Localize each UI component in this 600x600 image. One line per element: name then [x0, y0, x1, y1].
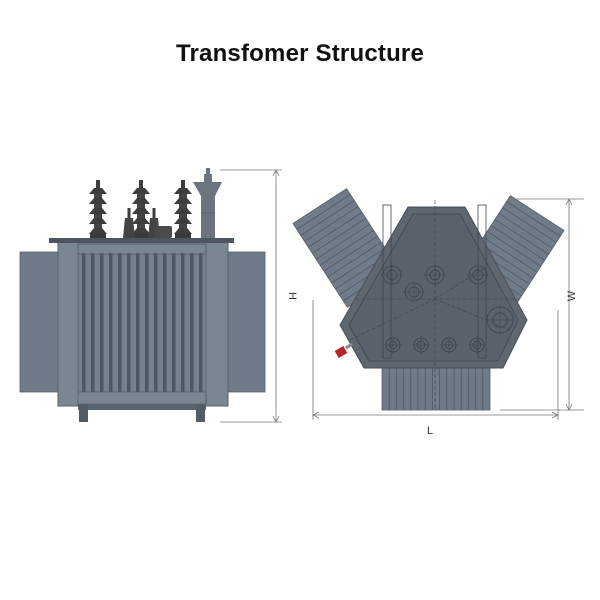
fin: [127, 253, 131, 392]
top-cover: [49, 238, 234, 243]
fin: [82, 253, 86, 392]
fin: [199, 253, 203, 392]
top-view: W L: [292, 188, 584, 437]
fin: [163, 253, 167, 392]
hole-icon: [381, 264, 403, 286]
fin: [118, 253, 122, 392]
fin: [109, 253, 113, 392]
tank-top-band: [77, 243, 207, 255]
hole-icon: [384, 336, 402, 354]
fin: [154, 253, 158, 392]
diagram-title: Transfomer Structure: [175, 40, 425, 67]
right-radiator: [224, 251, 266, 393]
bushing-icon: [89, 180, 107, 238]
length-dimension: [312, 300, 559, 420]
hole-icon: [467, 264, 489, 286]
bottom-radiator-fins: [388, 365, 484, 410]
tap-changer-box: [155, 226, 172, 238]
base-leg-left: [79, 404, 88, 422]
width-label: W: [566, 290, 578, 301]
fin: [181, 253, 185, 392]
hole-icon: [412, 336, 430, 354]
left-radiator: [19, 251, 63, 393]
bushing-icon: [174, 180, 192, 238]
hole-icon: [424, 264, 446, 286]
bushings: [89, 180, 192, 238]
height-label: H: [286, 292, 298, 300]
fin: [91, 253, 95, 392]
width-dimension: [500, 198, 584, 411]
base-leg-right: [196, 404, 205, 422]
cooling-fins: [82, 253, 203, 392]
fin: [136, 253, 140, 392]
bushing-holes: [381, 264, 515, 354]
front-view: H: [19, 168, 298, 423]
tank-center-panel: [77, 243, 207, 405]
center-lines: [349, 200, 520, 410]
hole-icon: [440, 336, 458, 354]
fin: [145, 253, 149, 392]
small-bushing-icon: [123, 208, 135, 238]
drain-valve: [334, 342, 353, 358]
hole-icon: [485, 305, 515, 335]
height-dimension: [220, 169, 282, 423]
length-label: L: [427, 425, 433, 437]
bushing-icon: [132, 180, 150, 238]
fin: [190, 253, 194, 392]
hole-icon: [403, 281, 425, 303]
hole-icon: [468, 336, 486, 354]
bottom-radiator: [381, 364, 491, 411]
base-frame: [78, 404, 206, 410]
fin: [172, 253, 176, 392]
left-rail: [382, 204, 392, 359]
fin: [100, 253, 104, 392]
oil-conservator-pipe: [193, 168, 222, 238]
tank-bottom-band: [77, 391, 207, 405]
